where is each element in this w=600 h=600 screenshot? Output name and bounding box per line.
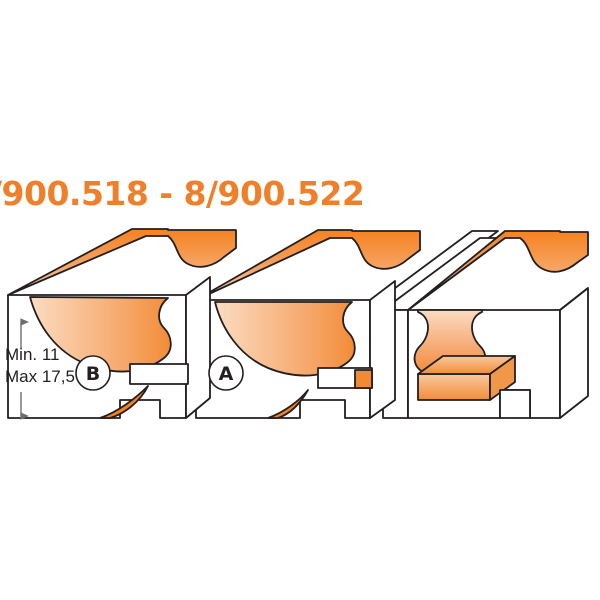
block-right-notch	[499, 389, 531, 419]
balloon-b-letter: B	[86, 363, 100, 385]
block-right	[374, 230, 589, 419]
dimension-min-label: Min. 11	[5, 345, 60, 364]
block-middle	[195, 229, 421, 419]
block-left-crescent	[99, 385, 149, 419]
balloon-b: B	[75, 355, 111, 391]
dimension-annotation: Min. 11 Max 17,5	[5, 318, 75, 420]
block-left-top-face	[7, 228, 237, 296]
block-left-shelf	[129, 363, 189, 385]
block-left-ogee-profile	[29, 296, 172, 373]
block-right-tongue-side	[489, 355, 516, 401]
balloon-b-circle	[75, 355, 111, 391]
page-title: /900.518 - 8/900.522	[0, 174, 365, 213]
block-middle-end-face	[369, 280, 396, 419]
block-right-tongue	[417, 373, 491, 401]
balloon-a-circle	[208, 355, 244, 391]
balloon-a: A	[208, 355, 244, 391]
block-middle-shelf-orange	[354, 369, 373, 389]
block-left-end-face	[185, 276, 211, 419]
block-right-top-face	[407, 230, 589, 311]
dimension-max-label: Max 17,5	[5, 367, 75, 386]
block-left	[7, 228, 237, 419]
balloon-a-letter: A	[219, 363, 234, 385]
block-middle-cove-profile	[214, 301, 356, 377]
block-middle-top-face	[195, 229, 421, 301]
block-middle-crescent	[267, 389, 309, 419]
